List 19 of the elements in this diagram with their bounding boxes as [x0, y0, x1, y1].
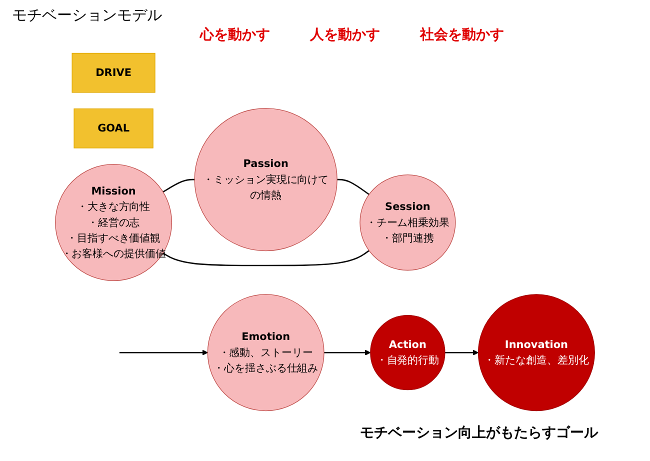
node-box: GOAL	[74, 108, 154, 148]
slogan-text: 人を動かす	[310, 26, 380, 44]
arrow	[324, 350, 371, 356]
slogan-text: 社会を動かす	[420, 26, 504, 44]
title: モチベーションモデル	[12, 6, 162, 25]
node-circle: Action ・自発的行動	[370, 315, 446, 390]
slogan-text: 心を動かす	[200, 26, 270, 44]
arrow	[444, 350, 479, 356]
arrow	[119, 350, 208, 356]
connector	[162, 250, 370, 266]
connector	[162, 178, 195, 193]
node-circle: Passion ・ミッション実現に向けての情熱	[194, 108, 338, 252]
node-circle: Mission ・大きな方向性 ・経営の志 ・目指すべき価値観 ・お客様への提供価値	[55, 164, 172, 282]
node-box: DRIVE	[72, 52, 156, 93]
connector	[337, 178, 370, 195]
node-circle: Session ・チーム相乗効果 ・部門連携	[360, 174, 456, 271]
note-text: モチベーション向上がもたらすゴール	[360, 425, 598, 441]
node-circle: Emotion ・感動、ストーリー ・心を揺さぶる仕組み	[207, 294, 324, 412]
node-circle: Innovation ・新たな創造、差別化	[478, 294, 595, 412]
